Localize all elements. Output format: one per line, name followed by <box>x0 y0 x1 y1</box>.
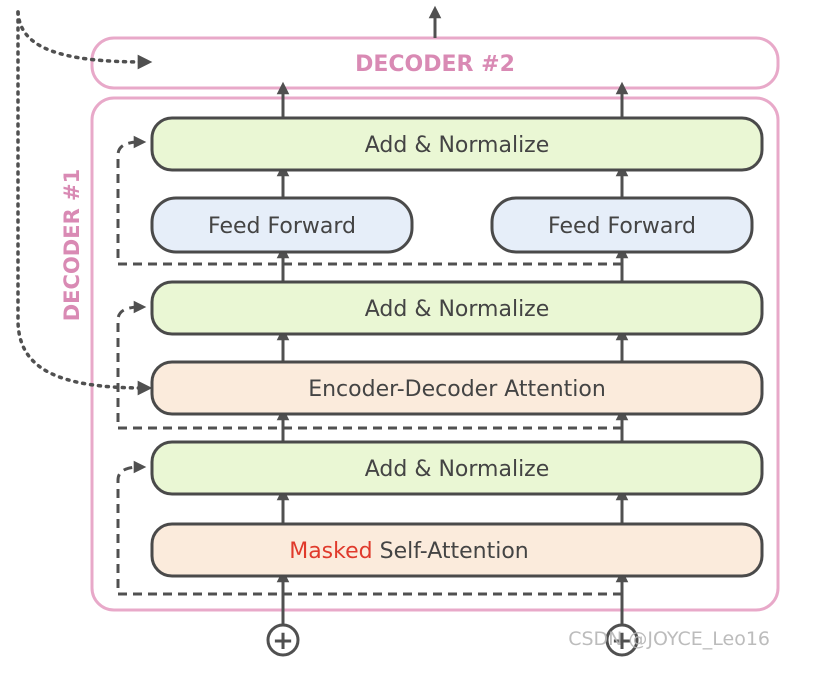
decoder-2-label: DECODER #2 <box>355 52 515 77</box>
decoder-1-label: DECODER #1 <box>60 169 84 322</box>
add-normalize-bottom-label: Add & Normalize <box>365 457 550 482</box>
masked-self-attention-block <box>150 522 764 578</box>
add-normalize-top-block <box>150 116 764 172</box>
encoder-link-to-decoder-2 <box>16 10 153 70</box>
masked-self-attention-label: Masked Self-Attention <box>289 539 529 564</box>
watermark: CSDN @JOYCE_Leo16 <box>568 628 770 650</box>
feed-forward-left-block <box>150 196 414 254</box>
feed-forward-left-label: Feed Forward <box>208 214 356 239</box>
add-normalize-top-label: Add & Normalize <box>365 133 550 158</box>
residual-ffn <box>116 135 622 266</box>
encoder-link-to-decoder-1 <box>16 10 153 396</box>
masked-word: Masked <box>289 539 372 564</box>
encoder-decoder-attention-block <box>150 360 764 416</box>
residual-enc-dec <box>116 300 622 430</box>
encoder-decoder-attention-label: Encoder-Decoder Attention <box>308 377 606 402</box>
flow-arrows <box>276 81 629 624</box>
feed-forward-right-label: Feed Forward <box>548 214 696 239</box>
feed-forward-right-block <box>490 196 754 254</box>
plus-icon: + <box>272 626 294 656</box>
self-attention-word: Self-Attention <box>380 539 529 564</box>
add-normalize-mid-block <box>150 280 764 336</box>
residual-self-attention <box>116 460 622 596</box>
add-normalize-bottom-block <box>150 440 764 496</box>
plus-icon: + <box>611 626 633 656</box>
input-plus-left: + <box>266 623 300 657</box>
input-plus-right: + <box>605 623 639 657</box>
add-normalize-mid-label: Add & Normalize <box>365 297 550 322</box>
